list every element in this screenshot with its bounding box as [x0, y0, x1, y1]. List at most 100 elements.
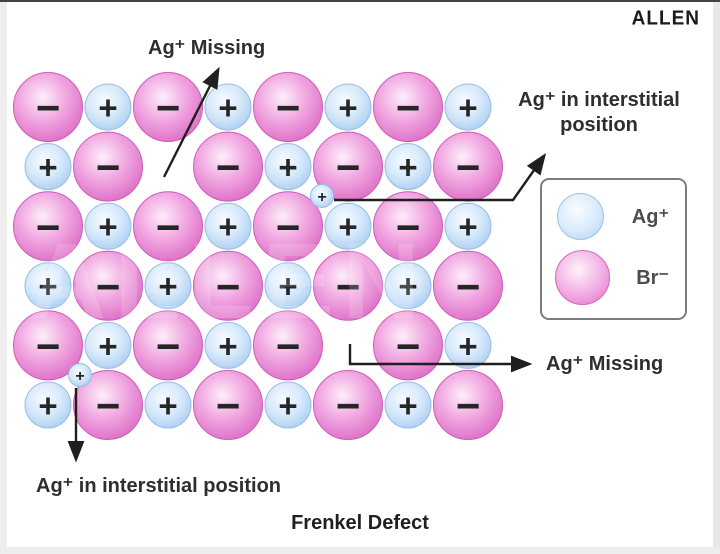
br-ion: −: [133, 72, 203, 142]
ag-ion: +: [384, 262, 432, 310]
br-ion: −: [73, 250, 143, 321]
svg-text:+: +: [458, 89, 477, 126]
br-ion: −: [193, 131, 263, 202]
legend-box: Ag⁺ Br⁻: [540, 178, 687, 320]
arrow-missing-right: [348, 344, 533, 373]
svg-text:+: +: [278, 148, 297, 185]
svg-text:+: +: [158, 268, 177, 305]
svg-text:+: +: [218, 89, 237, 126]
label-ag-interstitial-top: Ag⁺ in interstitial position: [518, 89, 680, 136]
svg-text:+: +: [458, 327, 477, 364]
svg-text:−: −: [96, 144, 121, 191]
svg-text:+: +: [398, 387, 417, 424]
svg-text:+: +: [338, 89, 357, 126]
ag-ion: +: [444, 202, 492, 250]
svg-text:+: +: [98, 327, 117, 364]
br-ion: −: [13, 191, 83, 262]
diagram-title: Frenkel Defect: [291, 512, 429, 534]
svg-text:+: +: [338, 208, 357, 245]
svg-text:−: −: [156, 203, 181, 250]
svg-text:+: +: [278, 387, 297, 424]
br-ion: −: [73, 131, 143, 202]
ag-ion: +: [264, 143, 312, 191]
br-ion: −: [253, 191, 323, 262]
ion-grid: −+−+−+−++−−+−+−−+−+−+−++−+−+−+−−+−+−−++−…: [13, 72, 503, 440]
label-ag-missing-top: Ag⁺ Missing: [148, 37, 266, 59]
ag-ion: +: [84, 83, 132, 131]
svg-text:+: +: [98, 89, 117, 126]
svg-text:−: −: [396, 203, 421, 250]
svg-text:−: −: [36, 323, 61, 370]
svg-text:+: +: [218, 327, 237, 364]
ag-ion: +: [24, 262, 72, 310]
br-ion: −: [373, 191, 443, 262]
ag-ion: +: [84, 202, 132, 250]
legend-item-br: Br⁻: [542, 249, 685, 305]
ag-ion: +: [204, 83, 252, 131]
ag-ion: +: [84, 321, 132, 369]
ag-ion: +: [384, 143, 432, 191]
svg-text:+: +: [317, 189, 326, 206]
br-ion: −: [433, 250, 503, 321]
svg-text:−: −: [456, 382, 481, 429]
br-ion: −: [193, 250, 263, 321]
br-ion: −: [313, 250, 383, 321]
br-ion: −: [13, 310, 83, 381]
br-ion: −: [193, 370, 263, 440]
ag-ion: +: [264, 381, 312, 429]
svg-text:−: −: [216, 263, 241, 310]
svg-text:−: −: [216, 144, 241, 191]
svg-text:+: +: [158, 387, 177, 424]
br-ion: −: [13, 72, 83, 142]
br-ion: −: [253, 72, 323, 142]
svg-text:−: −: [216, 382, 241, 429]
ag-ion: +: [144, 381, 192, 429]
br-ion: −: [133, 310, 203, 381]
svg-text:+: +: [38, 268, 57, 305]
ag-ion: +: [204, 321, 252, 369]
svg-text:+: +: [98, 208, 117, 245]
label-ag-missing-right: Ag⁺ Missing: [546, 353, 664, 375]
br-ion: −: [433, 131, 503, 202]
svg-text:+: +: [398, 148, 417, 185]
ag-ion: +: [204, 202, 252, 250]
label-ag-interstitial-bottom: Ag⁺ in interstitial position: [36, 475, 281, 497]
svg-text:+: +: [398, 268, 417, 305]
svg-text:−: −: [336, 144, 361, 191]
svg-text:−: −: [36, 84, 61, 131]
legend-item-ag: Ag⁺: [542, 193, 685, 241]
arrow-interstitial-top: [334, 153, 547, 202]
svg-text:−: −: [396, 323, 421, 370]
brand-logo: ALLEN: [631, 7, 700, 30]
ag-ion: +: [384, 381, 432, 429]
svg-text:+: +: [278, 268, 297, 305]
ag-ion: +: [24, 381, 72, 429]
br-ion: −: [133, 191, 203, 262]
legend-label-br: Br⁻: [636, 266, 669, 289]
frame-edge-top: [0, 0, 720, 2]
ag-ion: +: [144, 262, 192, 310]
svg-text:−: −: [336, 382, 361, 429]
svg-text:−: −: [336, 263, 361, 310]
br-ion: −: [373, 310, 443, 381]
svg-text:+: +: [458, 208, 477, 245]
ag-ion: +: [324, 83, 372, 131]
ag-ion: +: [444, 321, 492, 369]
br-ion: −: [313, 131, 383, 202]
svg-text:−: −: [276, 203, 301, 250]
interstitial-ag-ion: +: [310, 184, 334, 208]
svg-text:−: −: [156, 84, 181, 131]
svg-text:+: +: [75, 368, 84, 385]
legend-label-ag: Ag⁺: [631, 206, 669, 229]
arrow-missing-top: [162, 66, 220, 178]
svg-text:−: −: [36, 203, 61, 250]
svg-text:+: +: [38, 387, 57, 424]
svg-text:+: +: [38, 148, 57, 185]
br-ion: −: [433, 370, 503, 440]
svg-text:−: −: [396, 84, 421, 131]
ag-ion: +: [444, 83, 492, 131]
svg-text:−: −: [96, 382, 121, 429]
svg-text:−: −: [156, 323, 181, 370]
